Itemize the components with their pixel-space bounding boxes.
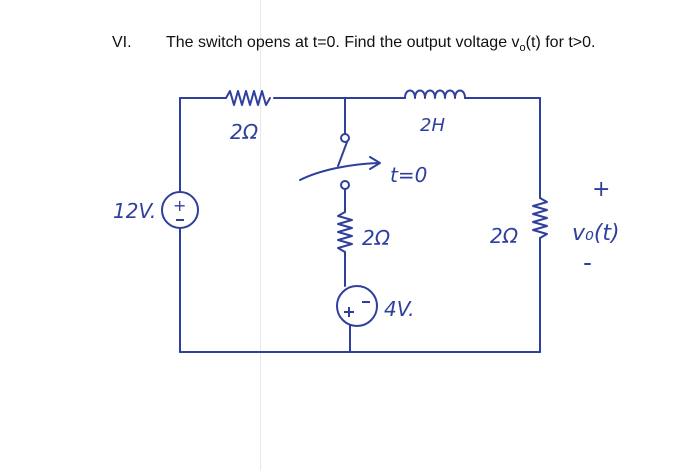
switch-arrow	[299, 162, 379, 181]
switch-blade	[337, 141, 348, 167]
problem-text-before: The switch opens at t=0. Find the output…	[166, 34, 520, 51]
switch-terminal-bottom	[340, 180, 350, 190]
label-output-voltage: v₀(t)	[572, 221, 620, 246]
label-r-middle: 2Ω	[362, 226, 391, 250]
switch-arrowhead	[369, 156, 381, 170]
vertical-guide-line	[260, 0, 261, 470]
resistor-right	[532, 197, 548, 239]
problem-statement: The switch opens at t=0. Find the output…	[166, 34, 595, 54]
label-r-top: 2Ω	[230, 120, 259, 144]
switch-terminal-top	[340, 133, 350, 143]
source-marks	[176, 219, 370, 317]
problem-text-after: (t) for t>0.	[525, 34, 596, 51]
problem-number: VI.	[112, 34, 132, 51]
label-source-left-sign: +	[173, 196, 186, 215]
label-switch-time: t=0	[390, 163, 427, 187]
label-source-left: 12V.	[113, 199, 156, 223]
label-inductor: 2H	[420, 115, 445, 136]
inductor	[404, 89, 466, 99]
problem-subscript: o	[519, 42, 526, 55]
resistor-middle	[337, 211, 353, 253]
label-source-middle: 4V.	[384, 297, 414, 321]
label-output-plus: +	[592, 177, 610, 202]
label-r-right: 2Ω	[490, 224, 519, 248]
source-middle-circle	[336, 285, 378, 327]
source-left-circle	[161, 191, 199, 229]
resistor-top	[225, 90, 271, 106]
